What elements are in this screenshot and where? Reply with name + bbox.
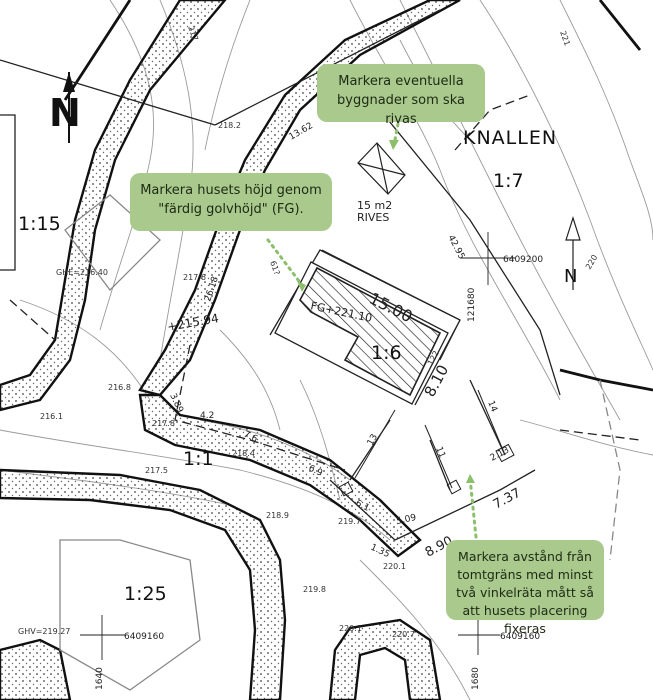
elev-220-1a: 220.1 xyxy=(383,562,406,571)
demolish-text: RIVES xyxy=(357,211,389,224)
coord-y-top: 6409200 xyxy=(503,255,543,265)
road-embankments xyxy=(0,0,461,700)
property-lines xyxy=(0,9,641,691)
elev-217-5: 217.5 xyxy=(145,466,168,475)
coord-x-bottom-left: 1640 xyxy=(95,667,105,690)
elev-218-2: 218.2 xyxy=(218,121,241,130)
leader-arrowheads xyxy=(297,140,475,483)
north-label-small: N xyxy=(564,266,577,287)
slope-right: 1:7 xyxy=(493,170,524,192)
dim-14: 14 xyxy=(485,399,499,414)
dimension-lines xyxy=(321,249,515,497)
house-footprint xyxy=(274,261,449,405)
coord-y-bottom-right: 6409160 xyxy=(500,632,540,642)
elev-219-7: 219.7 xyxy=(338,517,361,526)
elev-217-6: 217.6 xyxy=(183,273,206,282)
dim-2-13: 2.13 xyxy=(489,445,511,463)
contour-219: 61? xyxy=(268,260,281,277)
ground-height-ghe: GHE=216.40 xyxy=(56,268,108,277)
dim-13: 13 xyxy=(366,433,380,448)
slope-lower-left: 1:25 xyxy=(124,583,167,605)
elev-216-1: 216.1 xyxy=(40,412,63,421)
coord-x-bottom-right: 1680 xyxy=(471,667,481,690)
dim-42-95: 42.95 xyxy=(445,234,466,261)
coordinate-crosses xyxy=(80,232,515,660)
demolish-building xyxy=(357,142,406,195)
slope-center: 1:6 xyxy=(371,342,402,364)
contour-221: 221 xyxy=(558,30,572,47)
callout-leaders xyxy=(266,122,478,539)
ground-height-ghv: GHV=219.27 xyxy=(18,627,70,636)
dim-5-09: 5.09 xyxy=(396,513,418,527)
elev-220-1b: 220.1 xyxy=(339,624,362,633)
coord-x-right: 121680 xyxy=(467,287,477,322)
north-arrow-small xyxy=(565,216,581,290)
callout-demolish: Markera eventuella byggnader som ska riv… xyxy=(317,64,485,127)
dim-11: 11 xyxy=(433,445,447,459)
slope-middle: 1:1 xyxy=(183,448,214,470)
place-name: KNALLEN xyxy=(463,127,557,149)
elev-216-8: 216.8 xyxy=(108,383,131,392)
coord-y-bottom-left: 6409160 xyxy=(124,632,164,642)
slope-upper-left: 1:15 xyxy=(18,213,61,235)
callout-floor-height: Markera husets höjd genom "färdig golvhö… xyxy=(130,173,332,231)
demolish-area: 15 m2 xyxy=(357,199,392,212)
dim-4-2: 4.2 xyxy=(200,411,214,421)
elev-217-8: 217.8 xyxy=(152,419,175,428)
dim-7-37: 7.37 xyxy=(491,486,524,513)
elev-220-7: 220.7 xyxy=(392,630,415,639)
contour-220: 220 xyxy=(584,253,599,271)
elev-218-9: 218.9 xyxy=(266,511,289,520)
callout-distance: Markera avstånd från tomtgräns med minst… xyxy=(446,540,604,636)
north-label-large: N xyxy=(49,91,81,135)
north-arrow-large xyxy=(63,72,75,143)
elev-218-4: 218.4 xyxy=(232,449,255,458)
elev-219-8: 219.8 xyxy=(303,585,326,594)
